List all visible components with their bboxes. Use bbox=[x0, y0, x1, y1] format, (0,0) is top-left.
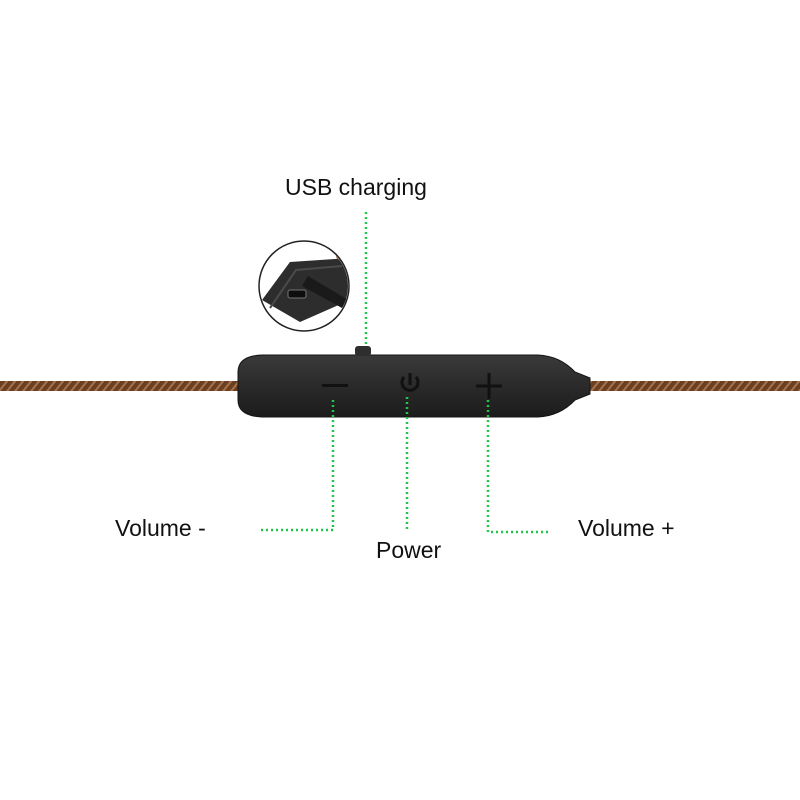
volume-plus-button[interactable] bbox=[476, 373, 502, 399]
remote-body bbox=[237, 346, 591, 418]
usb-port-inset bbox=[258, 240, 350, 332]
volume-minus-callout-line bbox=[258, 400, 335, 532]
power-button[interactable] bbox=[400, 373, 420, 392]
volume-plus-label: Volume + bbox=[578, 515, 675, 541]
usb-charging-label: USB charging bbox=[285, 174, 427, 200]
cable bbox=[0, 381, 800, 391]
volume-minus-label: Volume - bbox=[115, 515, 206, 541]
callout-lines bbox=[258, 212, 548, 534]
power-label: Power bbox=[376, 537, 442, 563]
minus-icon bbox=[322, 384, 348, 387]
volume-plus-callout-line bbox=[486, 400, 548, 534]
usb-port-icon bbox=[287, 289, 307, 299]
plus-icon bbox=[476, 373, 502, 399]
power-icon bbox=[400, 373, 420, 392]
volume-minus-button[interactable] bbox=[322, 384, 348, 387]
